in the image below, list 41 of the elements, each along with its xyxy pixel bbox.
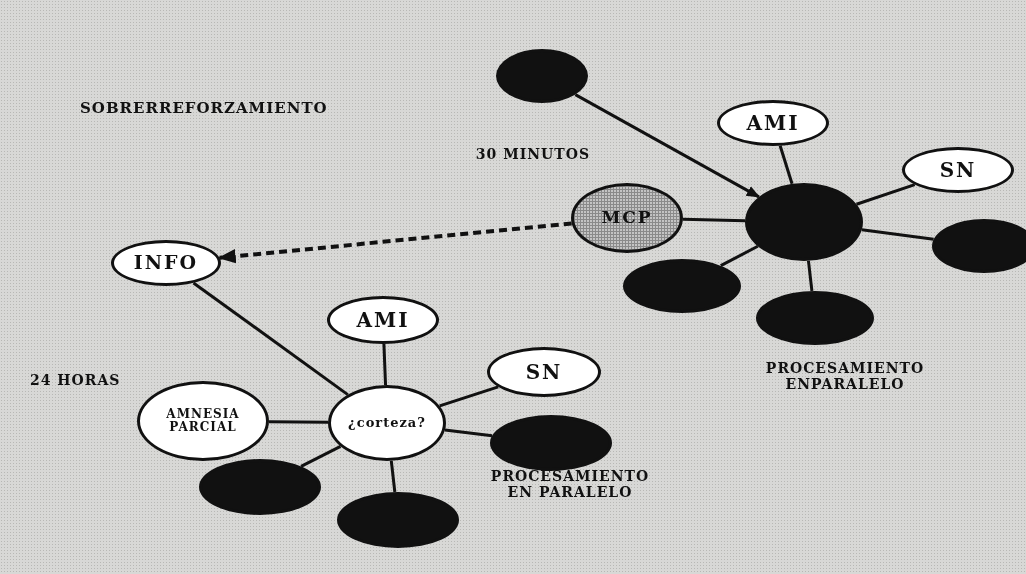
filled-ellipse [745,183,863,261]
filled-ellipse [337,492,459,548]
connector-line [682,217,746,223]
ellipse-node [487,347,601,397]
ellipse-node [137,381,269,461]
title: SOBRERREFORZAMIENTO [80,100,328,118]
connector-line [439,385,499,408]
section-label: PROCESAMIENTO EN PARALELO [489,468,651,501]
node-label: MCP [601,209,653,227]
time-label: 30 MINUTOS [474,146,590,163]
ellipse-node [902,147,1014,193]
connector-line [382,343,388,386]
filled-ellipse [623,259,741,313]
node-label: SN [525,361,563,383]
node-label: AMI [356,309,410,331]
ellipse-node [571,183,683,253]
filled-ellipse [490,415,612,471]
filled-ellipse [756,291,874,345]
ellipse-node [327,296,439,344]
filled-ellipse [199,459,321,515]
node-label: ¿corteza? [348,416,426,430]
filled-ellipse [496,49,588,103]
ellipse-node [717,100,829,146]
connector-line [444,428,493,438]
node-label: AMI [746,112,800,134]
node-label: INFO [133,253,199,273]
section-label: PROCESAMIENTO ENPARALELO [764,360,926,393]
connector-line [856,183,916,206]
ellipse-node [111,240,221,286]
node-label: AMNESIA PARCIAL [165,408,241,434]
connector-line [861,228,934,241]
connector-line [389,460,397,493]
connector-line [268,420,329,424]
connector-line [300,445,342,468]
filled-ellipse [932,219,1026,273]
ellipse-node [328,385,446,461]
connector-line [778,145,794,185]
connector-line [806,260,814,292]
connector-line [720,244,759,267]
time-label: 24 HORAS [30,372,122,389]
node-label: SN [939,159,977,181]
